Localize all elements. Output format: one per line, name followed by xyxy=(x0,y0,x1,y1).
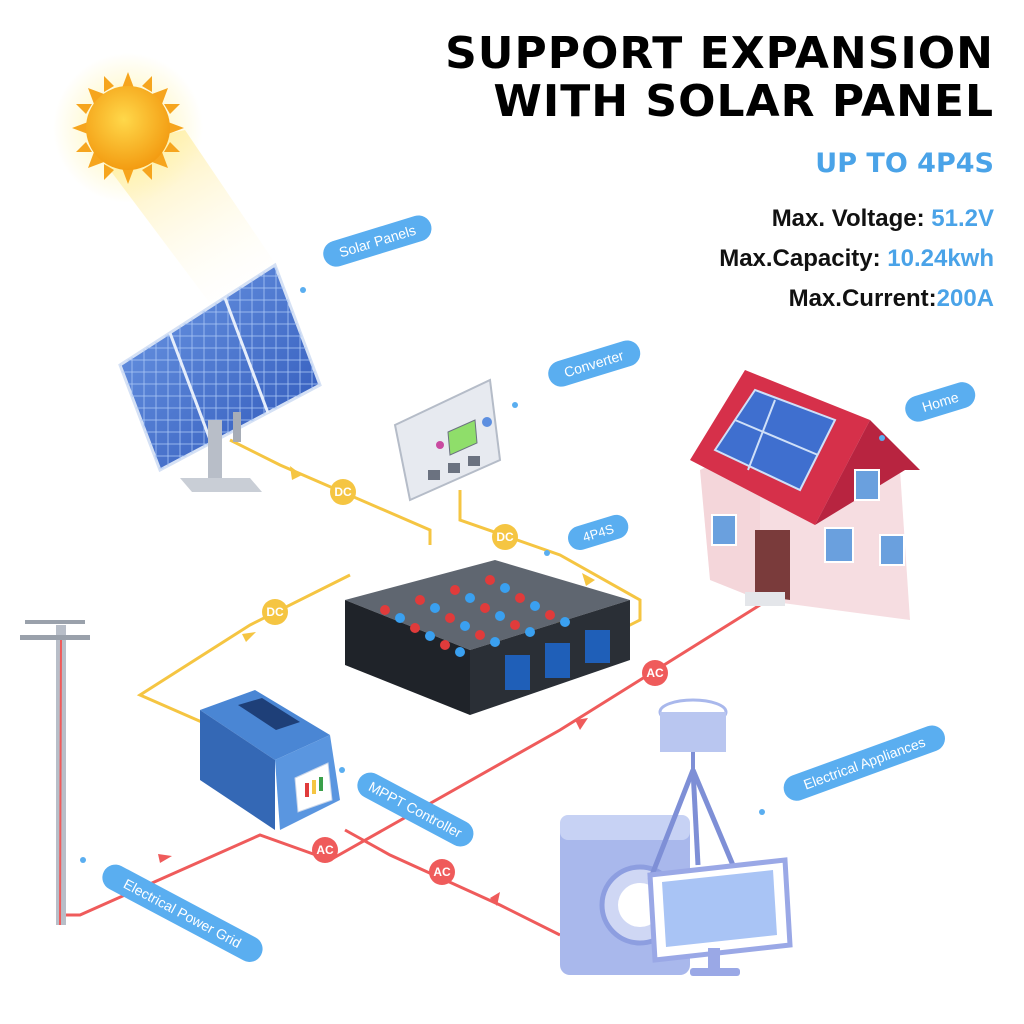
mppt-controller-device xyxy=(200,690,340,830)
spec-current: Max.Current:200A xyxy=(789,285,994,313)
svg-text:AC: AC xyxy=(646,666,664,680)
tag-battery-bank: 4P4S xyxy=(567,514,629,550)
svg-text:DC: DC xyxy=(266,605,284,619)
converter-device xyxy=(393,378,502,502)
svg-text:AC: AC xyxy=(316,843,334,857)
spec-capacity-value: 10.24kwh xyxy=(887,245,994,272)
title-line-1: SUPPORT EXPANSION xyxy=(445,28,994,79)
badge-ac-appliances: AC xyxy=(429,859,455,885)
battery-bank xyxy=(345,560,630,715)
spec-capacity: Max.Capacity: 10.24kwh xyxy=(719,245,994,273)
tag-electrical-power-grid: Electrical Power Grid xyxy=(102,864,263,962)
spec-voltage-value: 51.2V xyxy=(931,205,994,232)
home-building xyxy=(690,370,920,620)
dc-arrows xyxy=(242,466,595,642)
svg-text:Electrical Power Grid: Electrical Power Grid xyxy=(121,876,244,951)
spec-current-value: 200A xyxy=(936,285,994,312)
svg-text:DC: DC xyxy=(334,485,352,499)
sun-icon xyxy=(53,53,300,330)
badge-dc-mppt: DC xyxy=(262,599,288,625)
header: SUPPORT EXPANSION WITH SOLAR PANEL xyxy=(445,30,994,126)
tag-electrical-appliances: Electrical Appliances xyxy=(783,725,945,801)
tag-converter: Converter xyxy=(548,340,641,387)
tag-solar-panels: Solar Panels xyxy=(323,215,432,267)
spec-current-label: Max.Current: xyxy=(788,285,937,312)
svg-text:DC: DC xyxy=(496,530,514,544)
spec-voltage-label: Max. Voltage: xyxy=(771,205,932,232)
spec-voltage: Max. Voltage: 51.2V xyxy=(772,205,994,233)
appliances-group xyxy=(560,698,793,976)
title-line-2: WITH SOLAR PANEL xyxy=(493,76,994,127)
tag-mppt-controller: MPPT Controller xyxy=(357,772,474,847)
svg-text:Electrical Appliances: Electrical Appliances xyxy=(801,734,927,793)
subtitle: UP TO 4P4S xyxy=(815,148,994,179)
spec-capacity-label: Max.Capacity: xyxy=(719,245,888,272)
badge-ac-grid: AC xyxy=(312,837,338,863)
solar-panel-array xyxy=(118,262,322,492)
svg-text:AC: AC xyxy=(433,865,451,879)
badge-ac-home: AC xyxy=(642,660,668,686)
power-pole xyxy=(20,620,90,926)
ac-arrows xyxy=(158,718,588,906)
badge-dc-converter: DC xyxy=(492,524,518,550)
badge-dc-solar: DC xyxy=(330,479,356,505)
tag-home: Home xyxy=(905,382,976,422)
